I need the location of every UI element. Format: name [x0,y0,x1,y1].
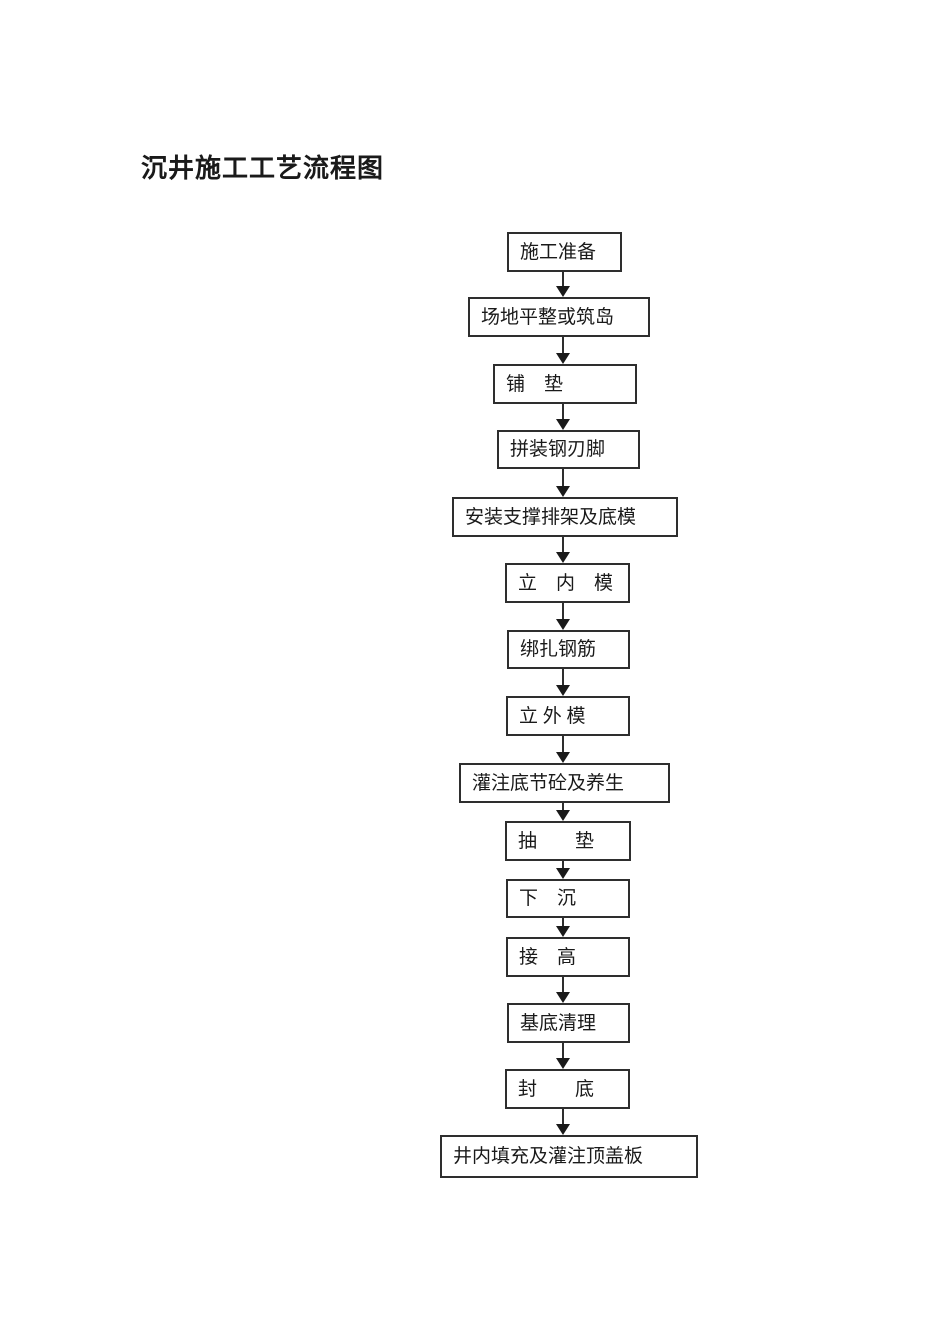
flow-step-sinking: 下 沉 [506,879,630,918]
flow-step-label: 铺 垫 [506,373,564,395]
flow-step-pour-bottom-concrete: 灌注底节砼及养生 [459,763,670,803]
flow-step-label: 场地平整或筑岛 [481,306,615,328]
down-arrow-icon [556,1109,570,1135]
flow-step-erect-inner-formwork: 立 内 模 [505,563,630,603]
flow-step-bottom-sealing: 封 底 [505,1069,630,1109]
down-arrow-icon [556,603,570,630]
flow-step-label: 拼装钢刃脚 [510,439,606,460]
page-title: 沉井施工工艺流程图 [141,153,385,183]
down-arrow-icon [556,736,570,763]
flow-step-base-cleaning: 基底清理 [507,1003,630,1043]
down-arrow-icon [556,977,570,1003]
flow-step-label: 安装支撑排架及底模 [465,506,637,528]
flow-step-tie-rebar: 绑扎钢筋 [507,630,630,669]
flow-step-label: 井内填充及灌注顶盖板 [453,1146,644,1167]
flow-step-label: 施工准备 [520,241,597,263]
flow-step-remove-padding: 抽 垫 [505,821,631,861]
flow-step-label: 封 底 [518,1078,595,1100]
flow-step-construction-preparation: 施工准备 [507,232,622,272]
flow-step-label: 灌注底节砼及养生 [472,772,625,794]
down-arrow-icon [556,1043,570,1069]
down-arrow-icon [556,918,570,937]
flow-step-install-support-frame: 安装支撑排架及底模 [452,497,678,537]
flow-step-heightening: 接 高 [506,937,630,977]
flow-step-label: 抽 垫 [518,830,595,852]
flow-step-fill-and-pour-top-cover: 井内填充及灌注顶盖板 [440,1135,698,1178]
flow-step-site-leveling: 场地平整或筑岛 [468,297,650,337]
flow-step-assemble-steel-cutting-edge: 拼装钢刃脚 [497,430,640,469]
down-arrow-icon [556,861,570,879]
flow-step-lay-padding: 铺 垫 [493,364,637,404]
down-arrow-icon [556,537,570,563]
down-arrow-icon [556,669,570,696]
down-arrow-icon [556,803,570,821]
flow-step-label: 下 沉 [519,888,577,909]
flow-step-label: 立 内 模 [518,572,614,594]
down-arrow-icon [556,404,570,430]
down-arrow-icon [556,337,570,364]
down-arrow-icon [556,469,570,497]
flow-step-label: 立 外 模 [519,705,586,727]
flow-step-label: 基底清理 [520,1012,597,1034]
flow-step-erect-outer-formwork: 立 外 模 [506,696,630,736]
flow-step-label: 绑扎钢筋 [520,639,597,660]
flow-step-label: 接 高 [519,946,577,968]
down-arrow-icon [556,272,570,297]
